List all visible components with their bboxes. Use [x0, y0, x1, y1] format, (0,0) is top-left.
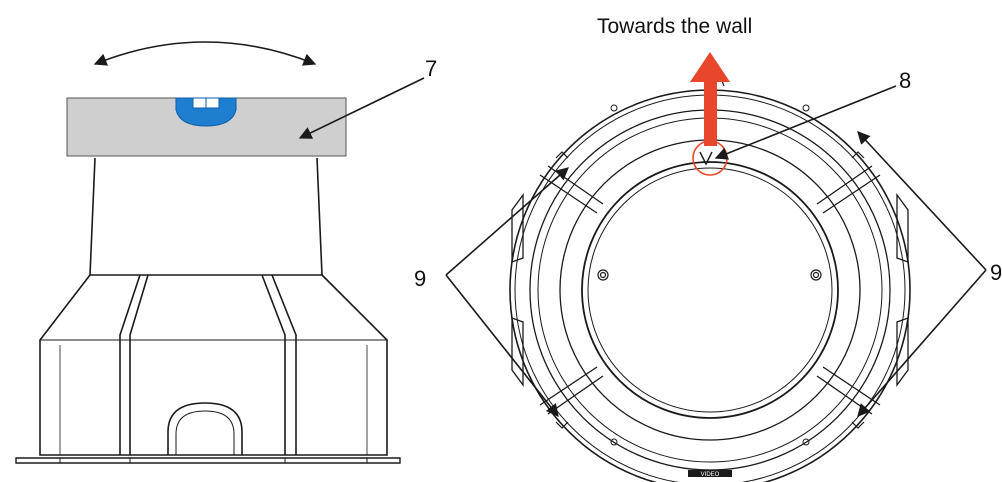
- tab-right-upper: [896, 193, 909, 263]
- leader-line-9-left-lower: [445, 274, 559, 418]
- alignment-notch: [699, 151, 713, 166]
- callout-7: 7: [425, 56, 438, 81]
- housing-base: [15, 274, 401, 464]
- leader-line-9-right-upper: [857, 131, 987, 271]
- mounting-flange: [15, 457, 401, 464]
- flange-screw-holes: [610, 104, 810, 446]
- spirit-level: [66, 97, 347, 157]
- notch-highlight-circle: [692, 140, 728, 176]
- inner-screws: [597, 269, 822, 281]
- tab-left-upper: [511, 193, 524, 263]
- housing-column: [89, 157, 323, 276]
- leader-line-9-left-upper: [445, 167, 569, 276]
- leader-line-7: [298, 77, 425, 139]
- callout-9-left: 9: [414, 266, 427, 291]
- cable-entry-opening: [167, 402, 243, 455]
- ribs: [539, 165, 881, 415]
- side-view: [15, 41, 425, 464]
- inner-opening: [581, 161, 839, 419]
- base-marking: VIDEO: [701, 472, 720, 478]
- callout-8: 8: [899, 68, 912, 93]
- level-bubble-icon: [175, 97, 237, 127]
- tab-right-lower: [896, 317, 909, 387]
- leader-line-9-right-lower: [857, 269, 987, 417]
- direction-arrow-icon: [690, 52, 730, 146]
- direction-label: Towards the wall: [597, 15, 753, 38]
- callout-9-right: 9: [990, 260, 1002, 285]
- tilt-arrow-icon: [93, 41, 317, 66]
- leader-line-8: [714, 85, 897, 160]
- tab-left-lower: [511, 317, 524, 387]
- outer-flange: [509, 89, 911, 482]
